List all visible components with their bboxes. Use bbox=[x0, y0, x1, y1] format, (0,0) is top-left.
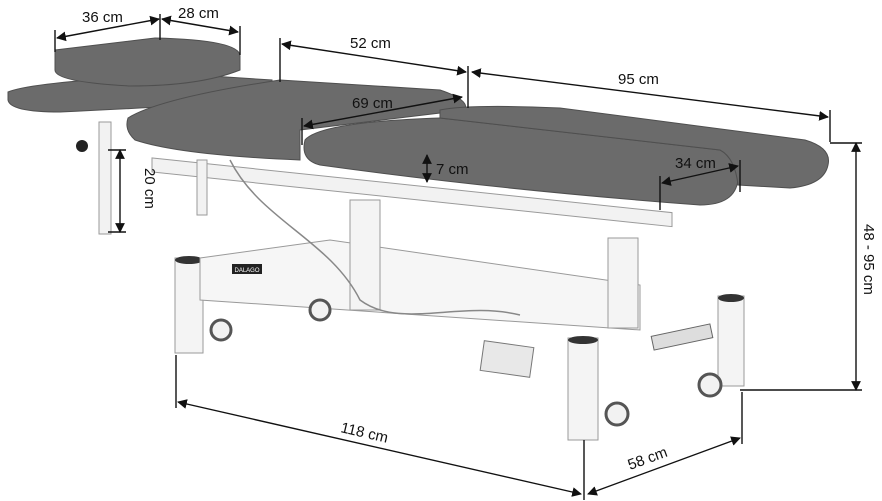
column-cap-left bbox=[175, 256, 203, 264]
castor-wheel bbox=[604, 401, 630, 427]
head-section-line bbox=[281, 40, 467, 76]
dimension-lines bbox=[54, 14, 862, 500]
castor-wheels bbox=[209, 298, 723, 427]
head-section-label: 52 cm bbox=[350, 35, 391, 52]
headrest-depth-line bbox=[161, 15, 239, 36]
side-flap-label: 34 cm bbox=[675, 155, 716, 172]
brand-plate-text: DALAGO bbox=[234, 268, 259, 274]
table-illustration: DALAGO bbox=[7, 37, 830, 441]
column-cap-back bbox=[718, 294, 744, 302]
column-cap-right bbox=[568, 336, 598, 344]
base-width-label: 58 cm bbox=[626, 444, 670, 474]
base-length-label: 118 cm bbox=[339, 419, 390, 446]
power-cable bbox=[229, 159, 521, 316]
base-length-line bbox=[177, 399, 582, 497]
armrest-post-2 bbox=[196, 159, 208, 216]
headrest-width-label: 36 cm bbox=[82, 9, 123, 26]
base-width-line bbox=[587, 436, 741, 496]
headrest-pillow bbox=[54, 37, 241, 87]
cushion-thickness-label: 7 cm bbox=[436, 161, 469, 178]
castor-wheel bbox=[308, 298, 332, 322]
motor-box bbox=[479, 340, 535, 378]
side-rail bbox=[151, 157, 673, 228]
base-frame bbox=[199, 239, 641, 331]
mid-section-label: 69 cm bbox=[352, 95, 393, 112]
headrest-width-line bbox=[56, 15, 160, 42]
lift-column-left bbox=[174, 257, 204, 354]
lift-column-mid bbox=[349, 199, 381, 311]
castor-wheel bbox=[209, 318, 233, 342]
main-section-label: 95 cm bbox=[618, 71, 659, 88]
lift-column-back bbox=[717, 295, 745, 387]
armrest-leg bbox=[98, 121, 112, 235]
main-section-line bbox=[471, 68, 829, 121]
armrest-drop-label: 20 cm bbox=[141, 168, 158, 209]
lift-column-right-inner bbox=[607, 237, 639, 329]
headrest-depth-label: 28 cm bbox=[178, 5, 219, 22]
foot-pedal bbox=[650, 323, 714, 351]
side-flap-line bbox=[661, 163, 739, 186]
adjust-knob bbox=[76, 140, 88, 152]
mid-section-line bbox=[303, 93, 463, 130]
height-range-label: 48 - 95 cm bbox=[860, 224, 877, 295]
lift-column-right bbox=[567, 337, 599, 441]
castor-wheel bbox=[697, 372, 723, 398]
brand-plate bbox=[232, 264, 262, 274]
